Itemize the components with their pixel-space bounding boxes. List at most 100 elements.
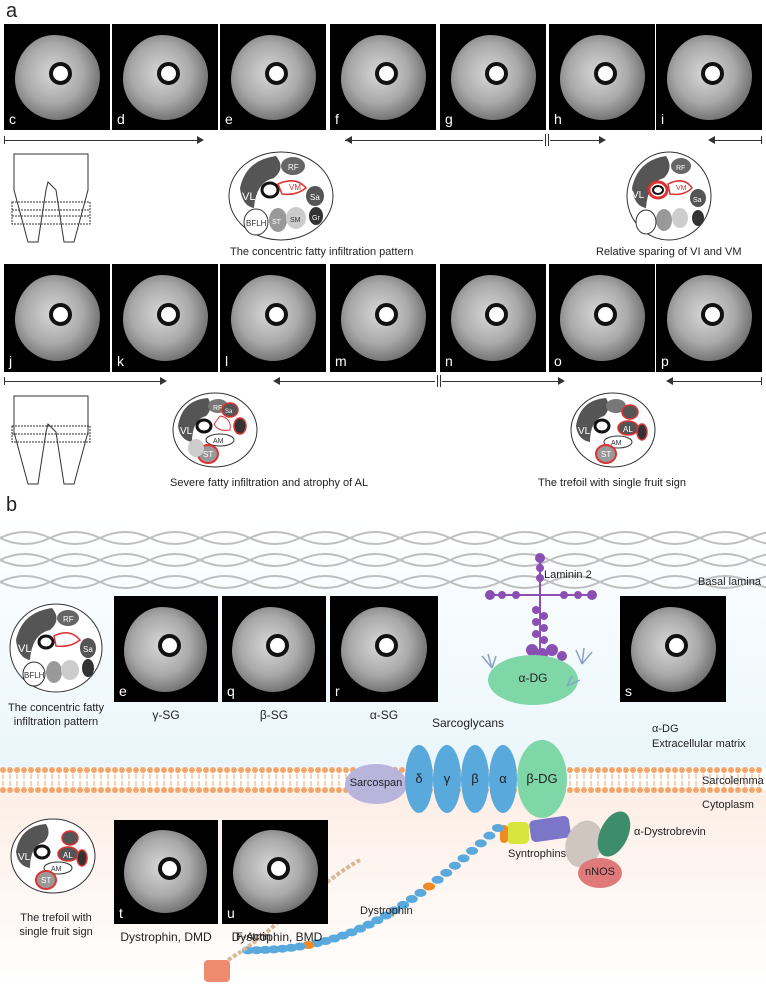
lipid-head [721, 767, 727, 773]
lipid-head [343, 767, 349, 773]
mri-label: k [117, 353, 124, 369]
arrow-right-icon [558, 377, 565, 385]
lipid-head [658, 787, 664, 793]
lipid-head [672, 787, 678, 793]
lipid-head [637, 787, 643, 793]
mri-label: c [9, 111, 16, 127]
laminin-2 [485, 553, 597, 661]
lipid-head [217, 787, 223, 793]
label-alpha-dg: α-DG [518, 671, 548, 685]
lipid-head [602, 787, 608, 793]
caption-trefoil-b-1: The trefoil with [20, 912, 92, 924]
caption-concentric: The concentric fatty infiltration patter… [230, 246, 414, 258]
lipid-head [231, 787, 237, 793]
arrow-right-icon [160, 377, 167, 385]
concentric-pattern-schematic-b: VL RF Sa BFLH [9, 603, 103, 693]
label-sarcoglycans: Sarcoglycans [432, 716, 505, 730]
lipid-head [105, 787, 111, 793]
lipid-head [616, 767, 622, 773]
relative-sparing-schematic: VL RF VM Sa [626, 151, 712, 241]
label-al: AL [63, 851, 73, 860]
spectrin-repeat [474, 839, 487, 848]
spectrin-repeat [250, 946, 263, 955]
lipid-head [21, 787, 27, 793]
label-al: AL [623, 425, 633, 434]
lipid-head [133, 787, 139, 793]
lipid-head [301, 787, 307, 793]
mri-label: h [554, 111, 562, 127]
lipid-head [119, 787, 125, 793]
mri-label: f [335, 111, 339, 127]
caption-concentric-b-2: infiltration pattern [13, 716, 99, 728]
label-vl: VL [632, 190, 645, 201]
tick [548, 134, 549, 146]
dystrophin-cap [500, 825, 508, 843]
caption-r: α-SG [369, 708, 399, 722]
label-s-alpha-dg: α-DG [652, 723, 679, 735]
lipid-head [329, 787, 335, 793]
mri-image-e: e [114, 596, 218, 702]
label-vm: VM [676, 185, 687, 192]
tick [4, 136, 5, 144]
lipid-head [175, 767, 181, 773]
label-vl: VL [578, 426, 591, 437]
lipid-head [574, 787, 580, 793]
lipid-head [112, 767, 118, 773]
lipid-head [245, 767, 251, 773]
lipid-head [595, 767, 601, 773]
spectrin-repeat [414, 888, 427, 897]
lipid-head [77, 787, 83, 793]
mri-label: m [335, 353, 347, 369]
lipid-head [154, 787, 160, 793]
label-rf: RF [676, 165, 685, 172]
label-sa: Sa [83, 645, 93, 654]
tick [4, 377, 5, 385]
lipid-head [749, 767, 755, 773]
lipid-head [644, 787, 650, 793]
femur-bone [49, 303, 72, 326]
lipid-head [126, 767, 132, 773]
mri-image-d: d [112, 24, 218, 130]
lipid-head [217, 767, 223, 773]
range-arrow [345, 140, 543, 141]
label-factin: F-Actin [236, 931, 271, 943]
lipid-head [203, 767, 209, 773]
femur-bone [158, 634, 181, 657]
lipid-head [287, 787, 293, 793]
label-dystrobrevin: α-Dystrobrevin [634, 826, 706, 838]
lipid-head [49, 767, 55, 773]
spectrin-repeat [457, 854, 470, 863]
label-rf: RF [213, 405, 222, 412]
tick [440, 375, 441, 387]
lipid-head [336, 767, 342, 773]
caption-relative-sparing: Relative sparing of VI and VM [596, 246, 742, 258]
beta-sg [461, 745, 489, 813]
mri-image-k: k [112, 264, 218, 372]
femur-bone [485, 303, 508, 326]
lipid-head [315, 787, 321, 793]
label-gr: Gr [312, 215, 320, 222]
lipid-head [735, 787, 741, 793]
lipid-head [742, 787, 748, 793]
femur-bone [375, 303, 398, 326]
lipid-head [154, 767, 160, 773]
lipid-head [679, 767, 685, 773]
lipid-head [567, 767, 573, 773]
lipid-head [203, 787, 209, 793]
lipid-head [581, 787, 587, 793]
lipid-head [161, 767, 167, 773]
lipid-head [189, 787, 195, 793]
lipid-head [14, 767, 20, 773]
lipid-head [7, 767, 13, 773]
arrow-left-icon [666, 377, 673, 385]
lipid-head [686, 787, 692, 793]
lipid-head [728, 767, 734, 773]
range-arrow [275, 381, 435, 382]
lipid-head [679, 787, 685, 793]
spectrin-repeat [362, 920, 375, 929]
label-am: AM [213, 438, 224, 445]
label-nnos: nNOS [585, 866, 615, 878]
sarcospan [345, 764, 407, 804]
mri-image-j: j [4, 264, 110, 372]
arrow-right-icon [197, 136, 204, 144]
